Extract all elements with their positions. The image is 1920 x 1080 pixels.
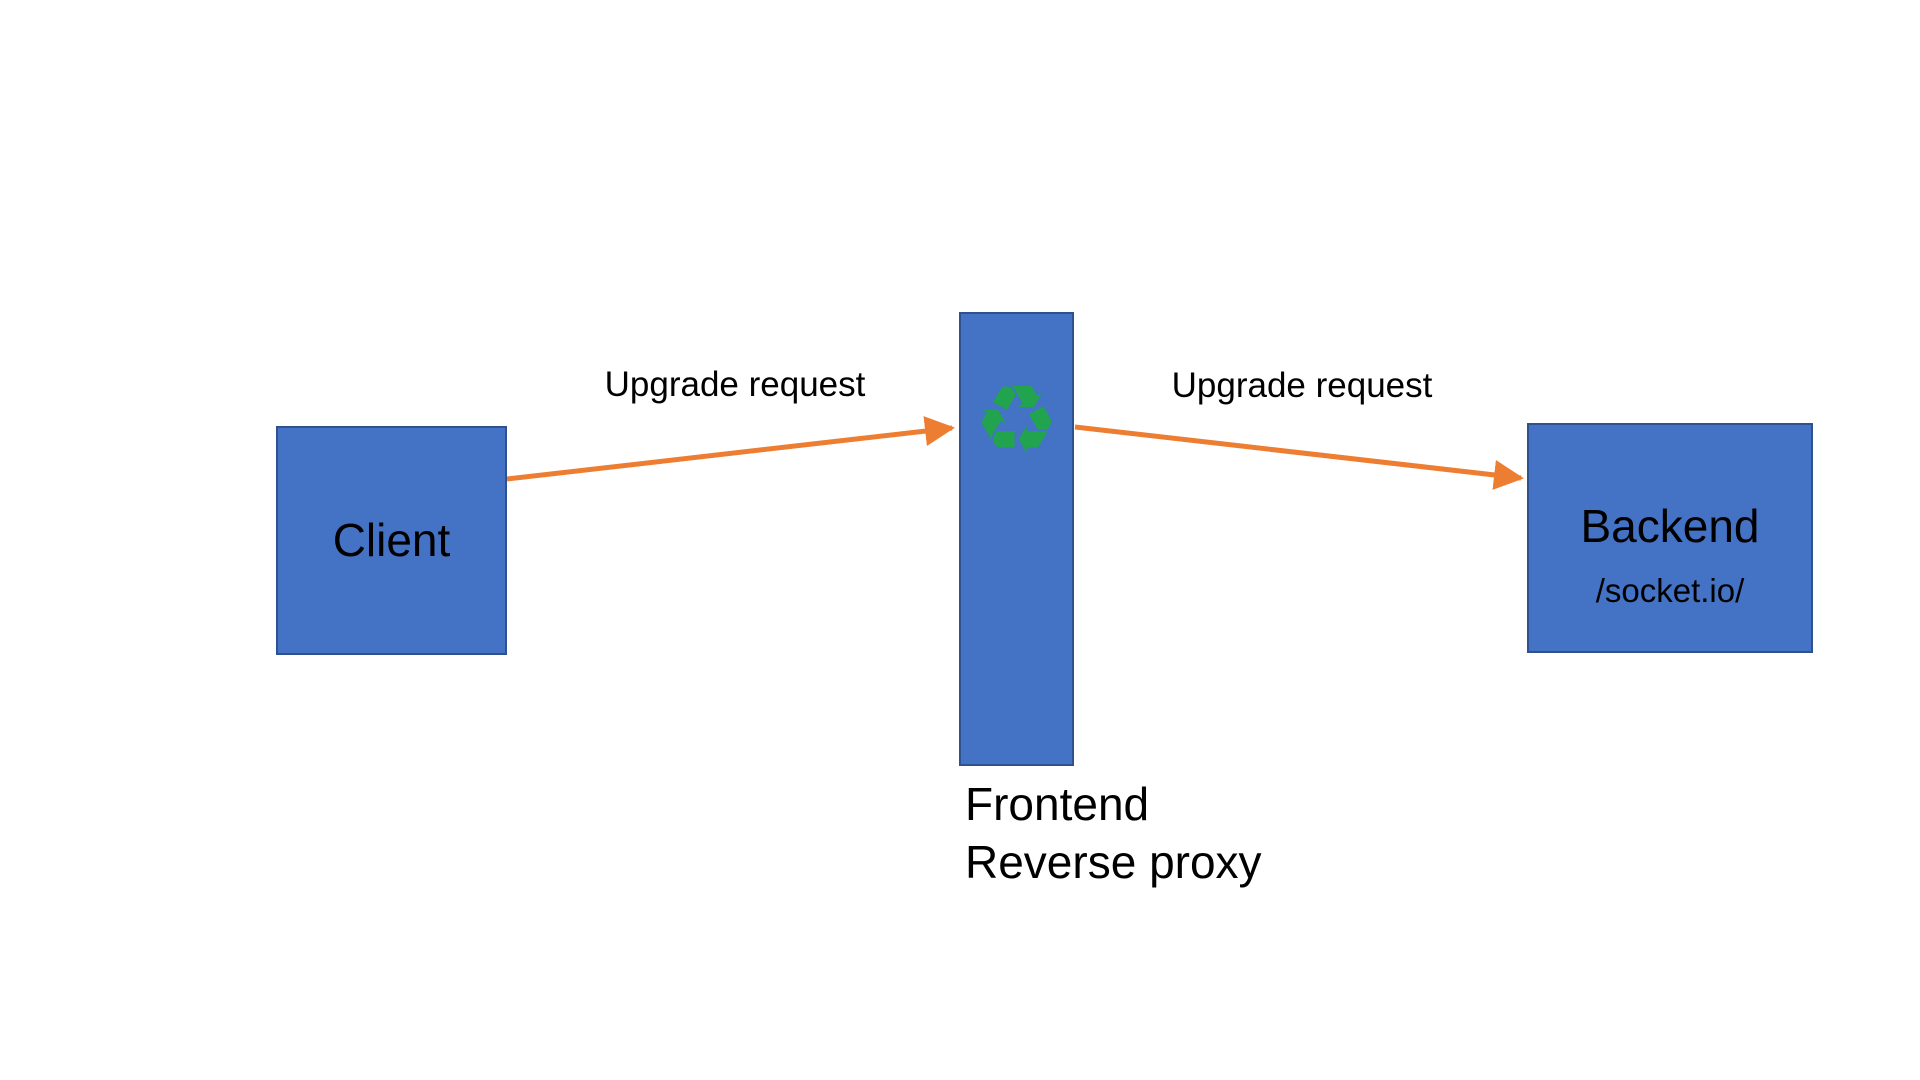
reverse-proxy-node: ♻ (959, 312, 1074, 766)
proxy-caption-line2: Reverse proxy (965, 836, 1262, 888)
proxy-caption: Frontend Reverse proxy (965, 775, 1262, 891)
backend-node: Backend /socket.io/ (1527, 423, 1813, 653)
edge-label-proxy-to-backend: Upgrade request (1171, 366, 1433, 405)
edge-label-client-to-proxy: Upgrade request (604, 365, 866, 404)
client-label: Client (332, 514, 451, 567)
backend-label: Backend (1580, 499, 1760, 552)
recycle-icon: ♻ (973, 366, 1060, 476)
backend-path-label: /socket.io/ (1595, 572, 1745, 610)
arrow-proxy-to-backend (1074, 424, 1524, 490)
client-node: Client (276, 426, 507, 655)
arrow-client-to-proxy (506, 416, 955, 482)
proxy-caption-line1: Frontend (965, 778, 1150, 830)
